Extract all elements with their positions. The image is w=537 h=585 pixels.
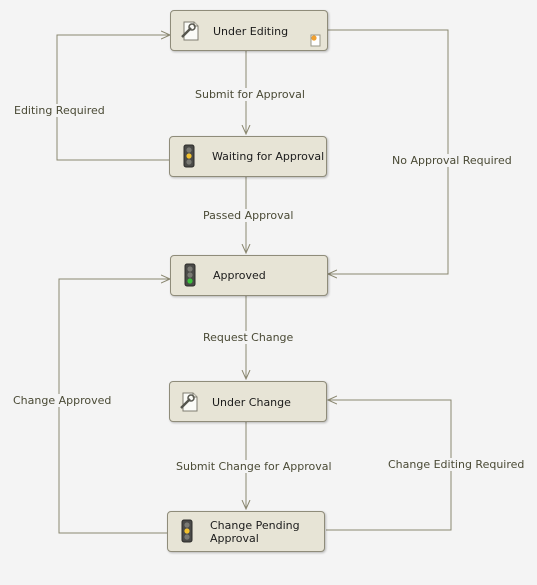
- wrench-document-icon: [179, 20, 201, 45]
- wrench-document-icon: [178, 391, 200, 416]
- start-state-icon: [310, 34, 322, 50]
- label-request-change: Request Change: [201, 331, 296, 344]
- label-editing-required: Editing Required: [12, 104, 107, 117]
- state-approved[interactable]: Approved: [170, 255, 328, 296]
- edge-no-approval-required: [328, 29, 449, 274]
- state-under-change[interactable]: Under Change: [169, 381, 327, 422]
- edge-editing-required: [56, 35, 170, 161]
- label-passed-approval: Passed Approval: [201, 209, 296, 222]
- state-label: Under Change: [212, 396, 291, 409]
- label-change-approved: Change Approved: [11, 394, 114, 407]
- state-label: Approved: [213, 269, 266, 282]
- state-under-editing[interactable]: Under Editing: [170, 10, 328, 51]
- state-label: Waiting for Approval: [212, 150, 325, 163]
- label-no-approval-required: No Approval Required: [390, 154, 514, 167]
- state-label-line1: Change Pending: [210, 519, 300, 532]
- traffic-light-yellow-icon: [181, 519, 193, 546]
- traffic-light-green-icon: [184, 263, 196, 290]
- state-change-pending-approval[interactable]: Change Pending Approval: [167, 511, 325, 552]
- state-label-line2: Approval: [210, 532, 259, 545]
- state-waiting-for-approval[interactable]: Waiting for Approval: [169, 136, 327, 177]
- label-submit-for-approval: Submit for Approval: [193, 88, 307, 101]
- state-label: Under Editing: [213, 25, 289, 38]
- label-submit-change-for-approval: Submit Change for Approval: [174, 460, 334, 473]
- traffic-light-yellow-icon: [183, 144, 195, 171]
- label-change-editing-required: Change Editing Required: [386, 458, 527, 471]
